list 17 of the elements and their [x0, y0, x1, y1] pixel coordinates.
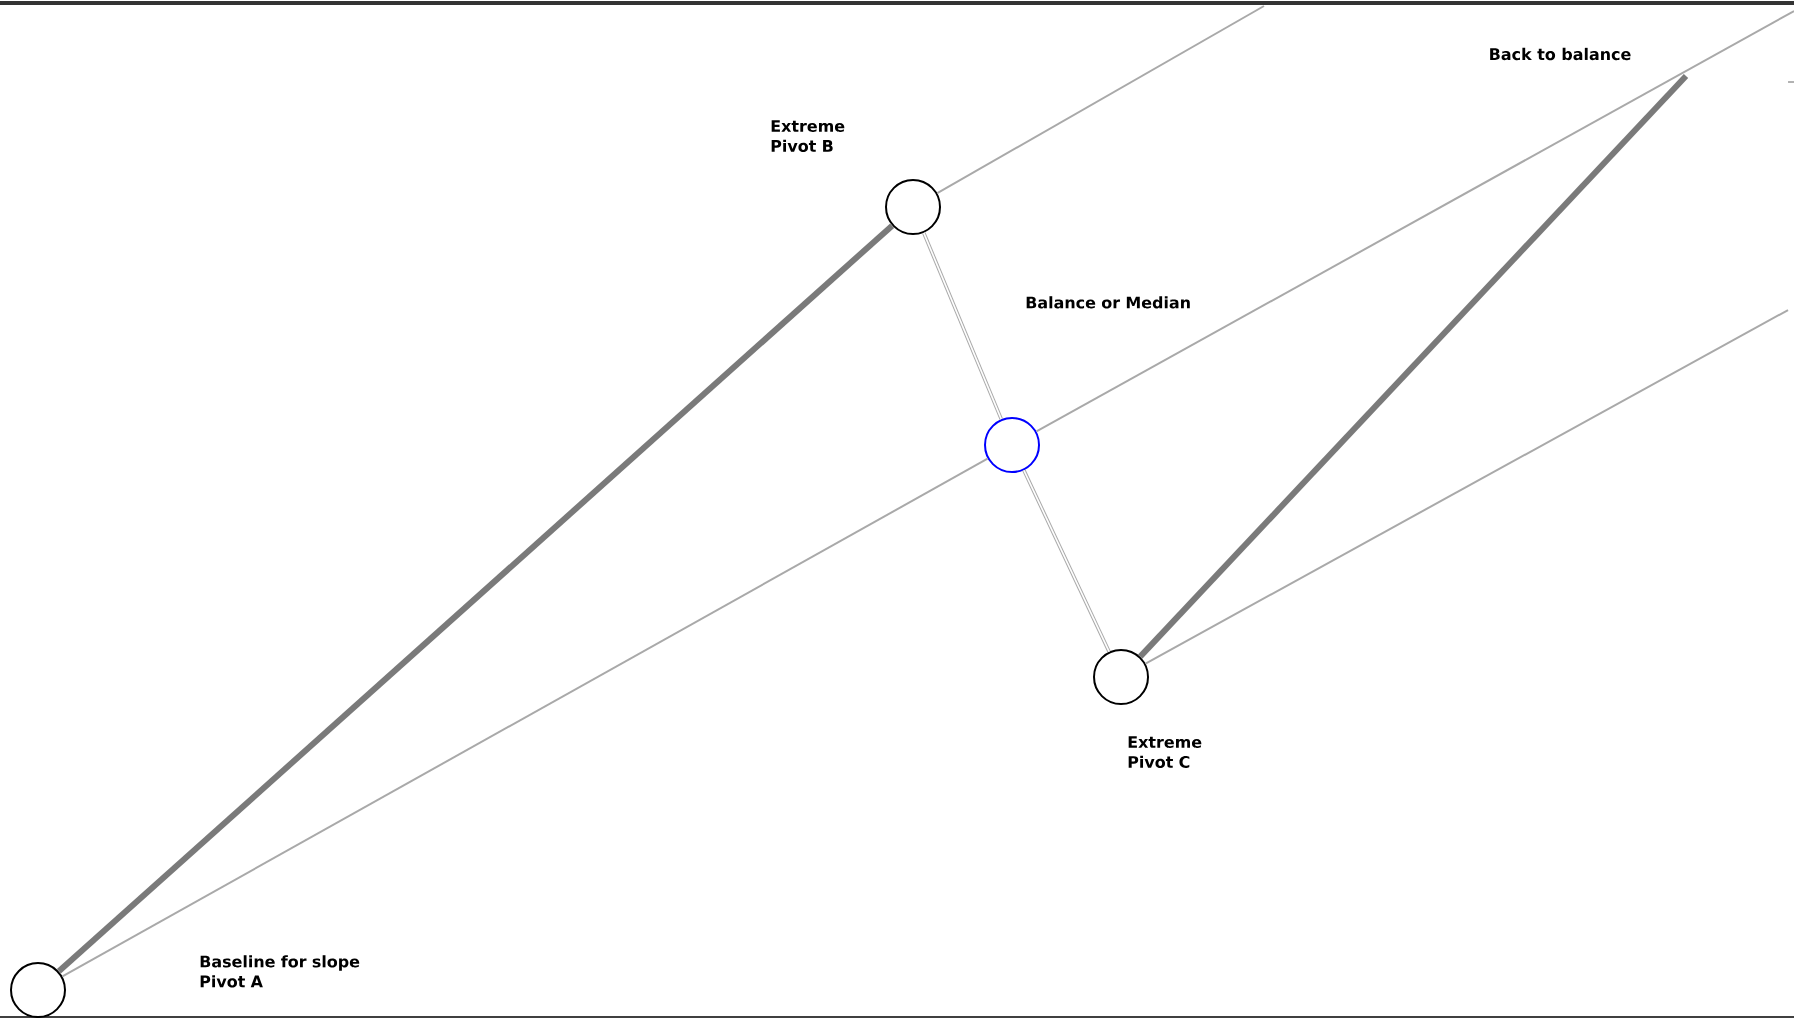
line — [56, 223, 895, 974]
annotation-text: Extreme Pivot B — [771, 120, 845, 152]
text-label: Back to balance — [1490, 47, 1631, 61]
line — [61, 457, 989, 978]
line — [936, 5, 1265, 195]
line — [1138, 73, 1689, 659]
circle-marker — [984, 417, 1040, 473]
annotation-text: Extreme Pivot C — [1128, 736, 1202, 768]
line — [922, 232, 1003, 420]
circle-marker — [10, 962, 66, 1018]
annotation-text: Balance or Median — [1026, 296, 1190, 309]
line — [1022, 469, 1111, 653]
circle-marker — [1093, 649, 1149, 705]
annotation-text: Baseline for slope Pivot A — [200, 955, 360, 988]
circle-marker — [885, 179, 941, 235]
line — [1035, 10, 1794, 433]
line — [1144, 309, 1789, 665]
